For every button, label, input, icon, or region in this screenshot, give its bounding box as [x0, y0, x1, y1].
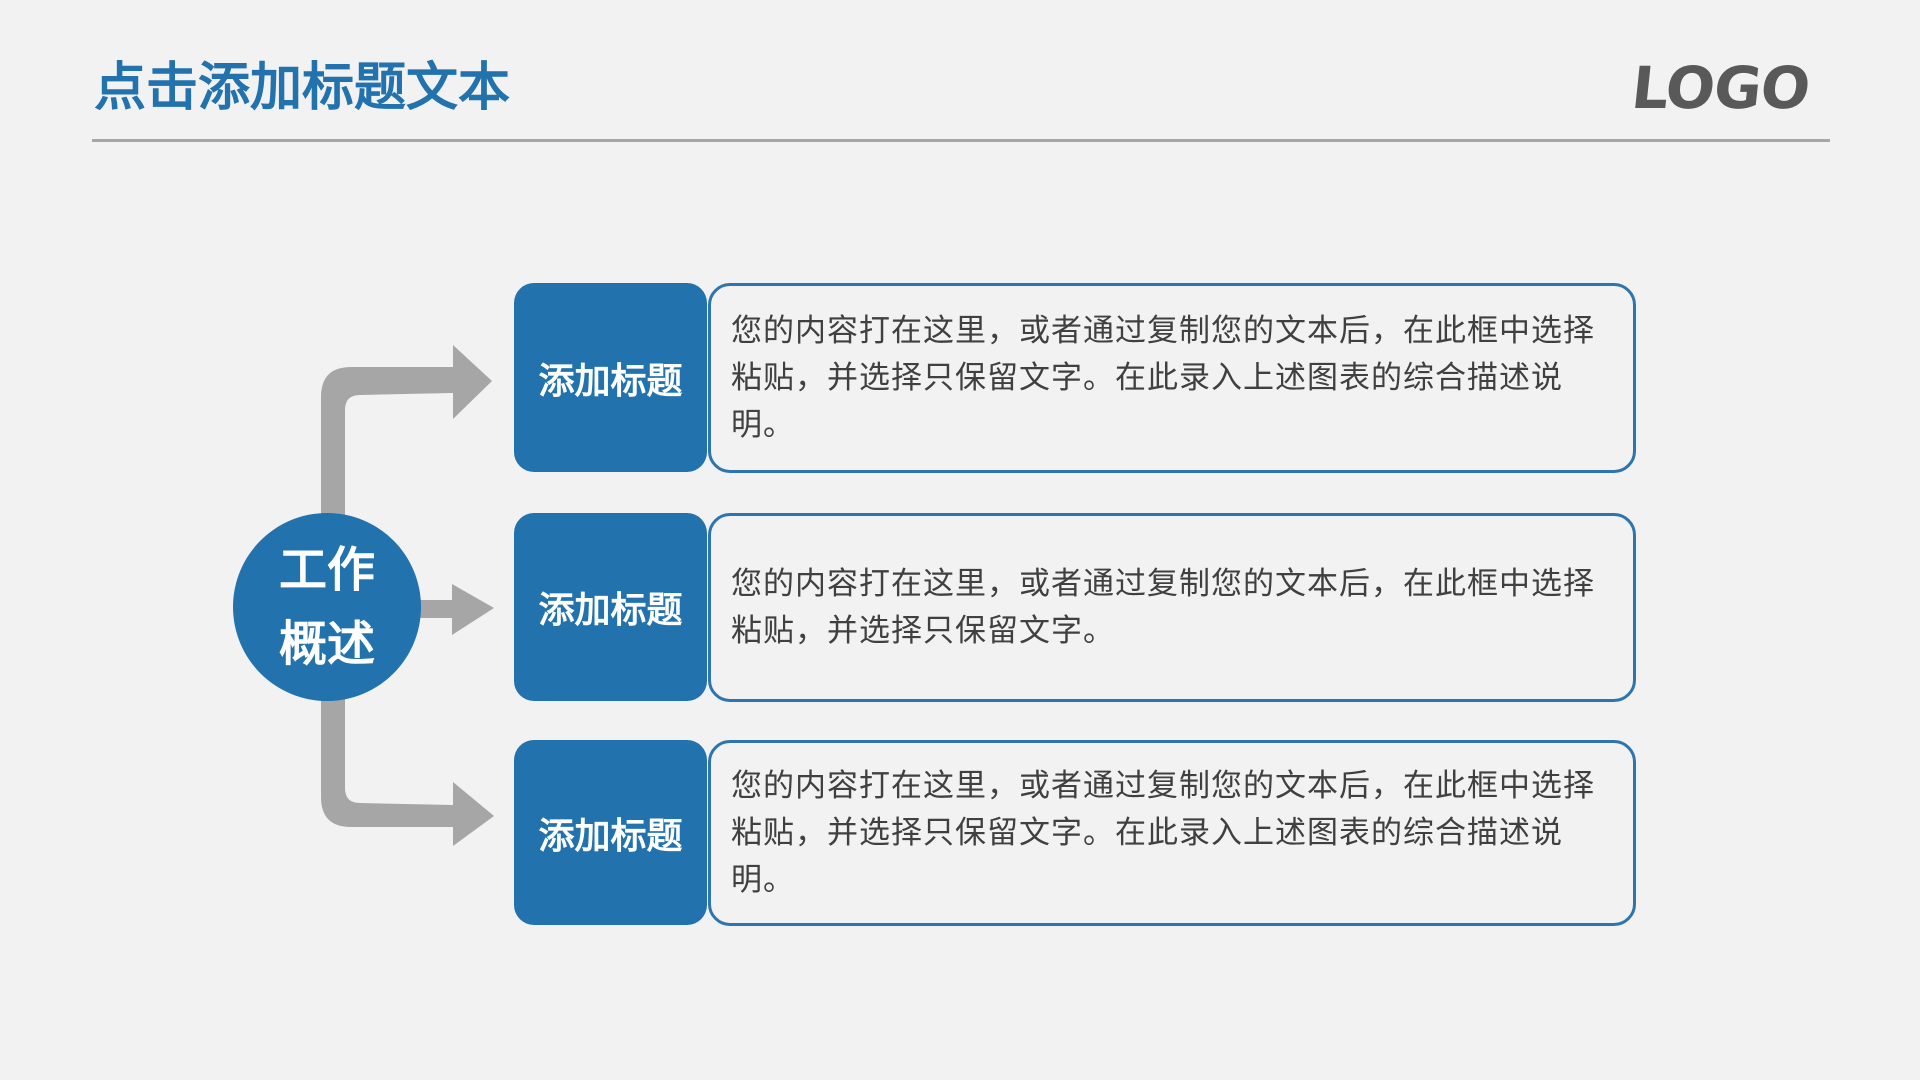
- arrow-up-right-icon: [321, 345, 492, 515]
- row-1-description: 您的内容打在这里，或者通过复制您的文本后，在此框中选择粘贴，并选择只保留文字。在…: [731, 312, 1595, 443]
- row-1-title-box[interactable]: 添加标题: [514, 283, 707, 472]
- hub-circle[interactable]: 工作 概述: [233, 513, 421, 701]
- row-3-description: 您的内容打在这里，或者通过复制您的文本后，在此框中选择粘贴，并选择只保留文字。在…: [731, 767, 1595, 898]
- arrow-right-icon: [418, 584, 494, 635]
- row-3-text-box[interactable]: 您的内容打在这里，或者通过复制您的文本后，在此框中选择粘贴，并选择只保留文字。在…: [708, 740, 1636, 926]
- arrow-down-right-icon: [321, 698, 494, 846]
- row-1-text-box[interactable]: 您的内容打在这里，或者通过复制您的文本后，在此框中选择粘贴，并选择只保留文字。在…: [708, 283, 1636, 473]
- row-3-title-box[interactable]: 添加标题: [514, 740, 707, 925]
- row-2-title: 添加标题: [538, 590, 683, 631]
- row-2-text-box[interactable]: 您的内容打在这里，或者通过复制您的文本后，在此框中选择粘贴，并选择只保留文字。: [708, 513, 1636, 702]
- header-divider: [92, 139, 1830, 142]
- hub-label-line2: 概述: [278, 616, 375, 672]
- row-3-title: 添加标题: [538, 815, 683, 857]
- hub-label-line1: 工作: [278, 542, 375, 598]
- row-1-title: 添加标题: [538, 360, 683, 402]
- row-2-description: 您的内容打在这里，或者通过复制您的文本后，在此框中选择粘贴，并选择只保留文字。: [731, 565, 1595, 649]
- row-2-title-box[interactable]: 添加标题: [514, 513, 707, 701]
- slide-title[interactable]: 点击添加标题文本: [94, 58, 511, 118]
